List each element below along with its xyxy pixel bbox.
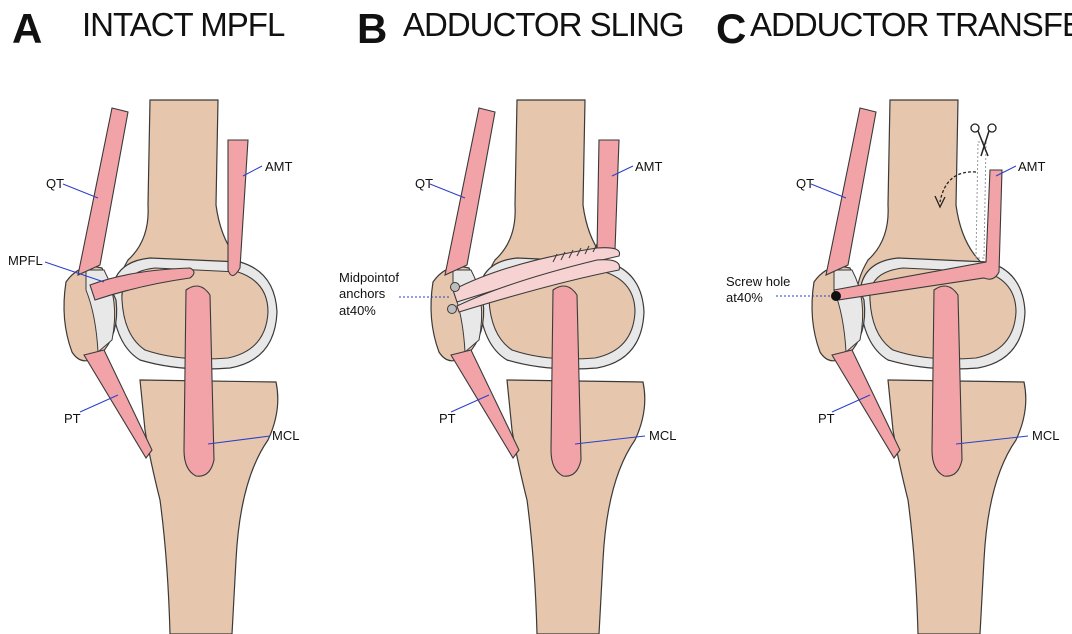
quadriceps-tendon bbox=[826, 108, 876, 275]
label-pt: PT bbox=[64, 412, 81, 427]
adductor-magnus-tendon bbox=[228, 140, 248, 276]
panel-title: INTACT MPFL bbox=[82, 8, 284, 41]
knee-diagram-c bbox=[714, 0, 1071, 634]
label-mcl: MCL bbox=[1032, 429, 1059, 444]
label-screw-note: Screw hole at40% bbox=[726, 274, 806, 307]
label-amt: AMT bbox=[1018, 160, 1045, 175]
mcl-ligament bbox=[551, 286, 581, 476]
knee-diagram-a bbox=[0, 0, 357, 634]
label-anchor-note: Midpointof anchors at40% bbox=[339, 270, 419, 319]
label-amt: AMT bbox=[265, 160, 292, 175]
anchor-note-line-1: Midpointof bbox=[339, 270, 419, 286]
label-mcl: MCL bbox=[272, 429, 299, 444]
quadriceps-tendon bbox=[445, 108, 495, 275]
label-pt: PT bbox=[439, 412, 456, 427]
mcl-ligament bbox=[932, 286, 962, 476]
panel-title: ADDUCTOR TRANSFER bbox=[750, 8, 1072, 41]
label-qt: QT bbox=[415, 177, 433, 192]
panel-c-adductor-transfer: C ADDUCTOR TRANSFER QT AMT Screw hole at… bbox=[714, 0, 1071, 634]
anchor-upper bbox=[451, 283, 460, 292]
label-pt: PT bbox=[818, 412, 835, 427]
anchor-note-line-2: anchors bbox=[339, 286, 419, 302]
adductor-magnus-tendon bbox=[597, 140, 619, 252]
scissors-icon bbox=[971, 124, 996, 156]
leader-qt bbox=[811, 184, 846, 198]
screw-hole bbox=[832, 292, 841, 301]
leader-pt bbox=[80, 395, 118, 412]
quadriceps-tendon bbox=[78, 108, 128, 275]
label-amt: AMT bbox=[635, 160, 662, 175]
label-qt: QT bbox=[46, 177, 64, 192]
label-mcl: MCL bbox=[649, 429, 676, 444]
amt-original-position bbox=[976, 142, 986, 258]
panel-title: ADDUCTOR SLING bbox=[403, 8, 684, 41]
screw-note-line-1: Screw hole bbox=[726, 274, 806, 290]
anchor-note-line-3: at40% bbox=[339, 303, 419, 319]
anchor-lower bbox=[448, 305, 457, 314]
leader-qt bbox=[430, 184, 465, 198]
label-mpfl: MPFL bbox=[8, 254, 43, 269]
screw-note-line-2: at40% bbox=[726, 290, 806, 306]
panel-b-adductor-sling: B ADDUCTOR SLING QT AMT Midpointof ancho… bbox=[357, 0, 714, 634]
panel-letter: B bbox=[357, 8, 387, 50]
panel-letter: A bbox=[12, 8, 42, 50]
panel-a-intact-mpfl: A INTACT MPFL QT AMT MPFL PT MCL bbox=[0, 0, 357, 634]
mcl-ligament bbox=[184, 286, 214, 476]
label-qt: QT bbox=[796, 177, 814, 192]
leader-qt bbox=[63, 184, 98, 198]
panel-letter: C bbox=[716, 8, 746, 50]
